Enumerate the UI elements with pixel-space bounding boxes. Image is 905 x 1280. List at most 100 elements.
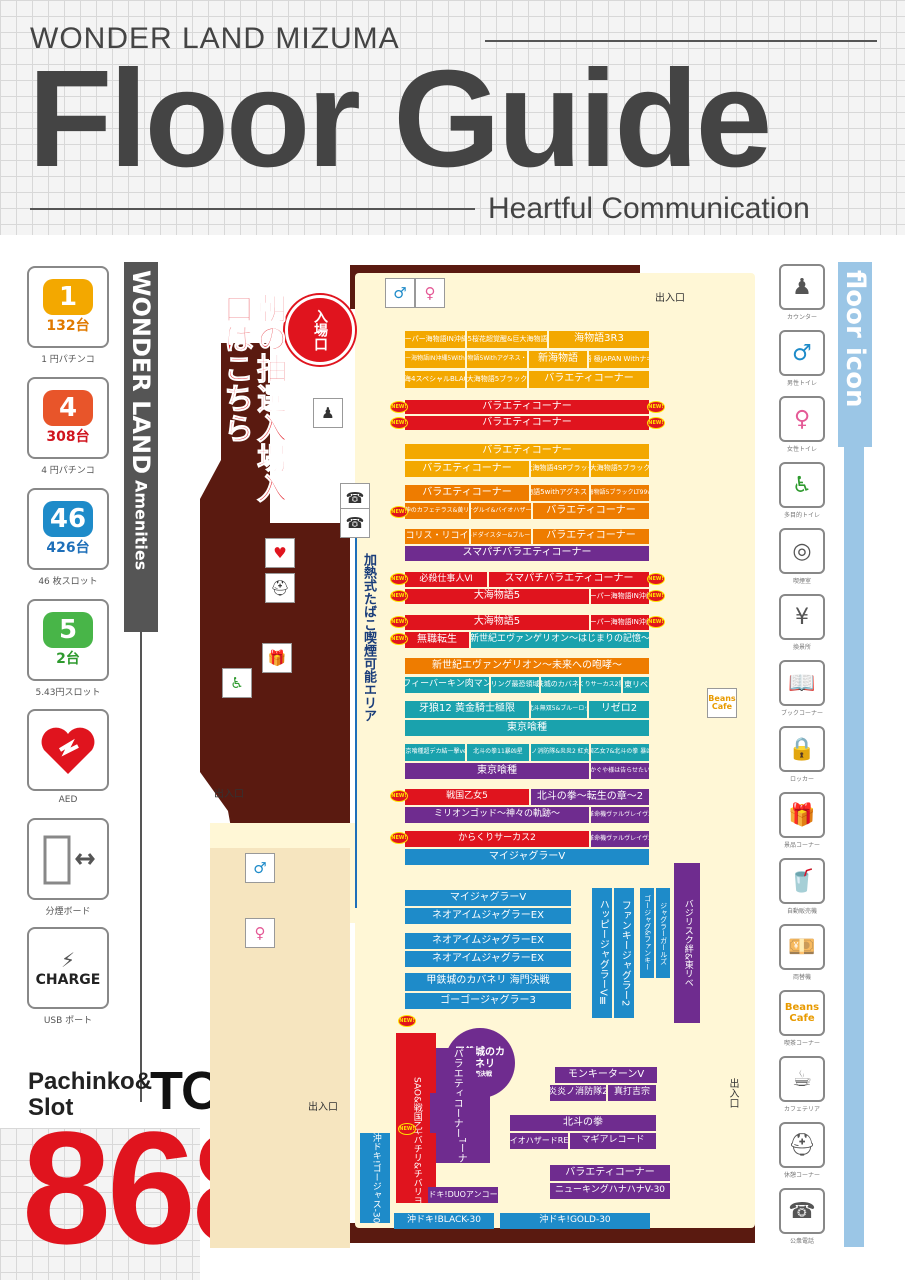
machine-row: マイジャグラーV (405, 849, 649, 865)
machine-row: 大海物語5 (405, 589, 589, 604)
machine-row: スーパー海物語IN沖縄6 (591, 615, 649, 630)
book-corner-icon: 📖 (779, 660, 825, 706)
machine-row: ジャグラーガールズ (656, 888, 670, 978)
machine-row: 東京喰種超デカ結一撃ver. (405, 744, 465, 761)
machine-row: 大海物語4SPブラック (531, 461, 589, 477)
map-counter-icon: ♟ (313, 398, 343, 428)
map-gift-icon: 🎁 (262, 643, 292, 673)
machine-row: 炎炎ノ消防隊&炎炎2 紅丸ver. (531, 744, 589, 761)
entrance-arrow-icon: 入場口 (285, 295, 355, 365)
machine-row: ミリオンゴッド～神々の軌跡～ (405, 807, 589, 823)
machine-row: ハッピージャグラーVⅢ (592, 888, 612, 1018)
restroom-area (210, 848, 350, 1248)
machine-row: ニューキングハナハナV-30 (550, 1183, 670, 1199)
new-badge-icon: NEW! (390, 590, 408, 602)
exit-right-label: 出入口 (727, 1078, 738, 1108)
machine-row: 必殺仕事人Ⅵ (405, 572, 487, 587)
machine-row: 真北斗無双5&ブルーロック (531, 701, 587, 718)
machine-row: 沖ドキ!GOLD-30 (500, 1213, 650, 1229)
aed-heart-icon (41, 727, 95, 774)
machine-row: ネオアイムジャグラーEX (405, 908, 571, 924)
label-partition: 分煙ボード (45, 907, 91, 917)
map-cafe-icon: Beans Cafe (707, 688, 737, 718)
machine-row: 大海物語5Withアグネス・ラム (467, 351, 527, 368)
machine-row: 大海4スペシャルBLACK (405, 371, 465, 388)
label-1yen: 1 円パチンコ (41, 355, 95, 365)
usb-icon: ⚡ (60, 948, 76, 972)
total-label-1: Pachinko& (28, 1068, 153, 1095)
label-5slot: 5.43円スロット (35, 688, 101, 698)
smoking-area-line (355, 528, 357, 908)
left-band-sub: Amenities (131, 480, 151, 571)
smoking-label: 喫煙室 (792, 578, 811, 585)
machine-row: バラエティコーナー (533, 503, 649, 519)
machine-row: リング最恐領域 (491, 677, 539, 693)
count-5slot: 2台 (56, 651, 80, 667)
men-restroom-label: 男性トイレ (786, 380, 817, 387)
machine-row: 大海物語5ブラックLT99ver. (591, 485, 649, 501)
pachinko-1yen-box: 1 132台 (27, 266, 109, 348)
phone-icon: ☎ (779, 1188, 825, 1234)
new-badge-icon: NEW! (647, 573, 665, 585)
machine-row: スーパー海物語IN沖縄5 (405, 331, 465, 348)
center-island-sub: 海門決戦 (467, 1071, 492, 1079)
divider (485, 40, 877, 42)
new-badge-icon: NEW! (647, 417, 665, 429)
brand-name: WONDER LAND MIZUMA (30, 22, 400, 55)
counter-label: カウンター (786, 314, 817, 321)
map-aed-icon: ♥ (265, 538, 295, 568)
machine-row: 大海物語5ブラック (467, 371, 527, 388)
map-women-restroom-icon: ♀ (415, 278, 445, 308)
machine-row: 炎炎ノ消防隊2 (550, 1085, 606, 1101)
machine-row: 甲鉄城のカバネリ2 (541, 677, 579, 693)
badge-5slot-icon: 5 (43, 612, 93, 648)
machine-row: バラエティコーナー (533, 529, 649, 544)
machine-row: 甲鉄城のカバネリ 海門決戦 (405, 973, 571, 989)
label-usb: USB ポート (43, 1016, 93, 1026)
new-badge-icon: NEW! (390, 401, 408, 413)
machine-row: バラエティコーナー (529, 371, 649, 388)
footer-bg (0, 1128, 200, 1280)
new-badge-icon: NEW! (390, 506, 408, 518)
machine-row: バラエティコーナー (405, 444, 649, 459)
machine-row: 戦国乙女7&北斗の拳 暴凶星 (591, 744, 649, 761)
machine-row: バラエティコーナー (405, 416, 649, 430)
right-band-line (844, 447, 864, 1247)
cafeteria-label: カフェテリア (783, 1106, 820, 1113)
machine-row: バジリスク絆&東リベ (674, 863, 700, 1023)
header: WONDER LAND MIZUMA Floor Guide Heartful … (0, 0, 905, 235)
machine-row: 北斗の拳11暴凶星 (467, 744, 529, 761)
usb-port-box: ⚡ CHARGE (27, 927, 109, 1009)
label-aed: AED (58, 795, 78, 805)
machine-row: 無職転生 (405, 632, 469, 648)
partition-board-box (27, 818, 109, 900)
center-island-title: 甲鉄城のカバネリ (455, 1047, 505, 1071)
women-restroom-icon: ♀ (779, 396, 825, 442)
new-badge-icon: NEW! (390, 633, 408, 645)
machine-row: スーパー海物語IN沖縄5Withよなこ (405, 351, 465, 368)
map-accessible-icon: ♿ (222, 668, 252, 698)
slot-46-box: 46 426台 (27, 488, 109, 570)
exit-bottom-label: 出入口 (308, 1102, 338, 1113)
page-title: Floor Guide (28, 42, 772, 196)
accessible-restroom-label: 多目的トイレ (783, 512, 820, 519)
machine-row: 東京喰種 (405, 720, 649, 736)
machine-row: 東リベ (623, 677, 649, 693)
badge-46slot-icon: 46 (43, 501, 93, 537)
machine-row: 沖海5桜花超覚醒&巨大海物語4SP (467, 331, 547, 348)
left-band-title: WONDER LAND (127, 270, 155, 474)
count-1yen: 132台 (46, 318, 90, 334)
right-band-title: floor icon (840, 270, 870, 408)
left-band: WONDER LAND Amenities (124, 262, 158, 632)
label-46slot: 46 枚スロット (38, 577, 98, 587)
machine-row: ネオアイムジャグラーEX (405, 951, 571, 967)
accessible-restroom-icon: ♿ (779, 462, 825, 508)
gift-corner-icon: 🎁 (779, 792, 825, 838)
machine-row: リゼロ2 (589, 701, 649, 718)
machine-row: 牙狼12 黄金騎士極限 (405, 701, 529, 718)
machine-row: リコリス・リコイル (405, 529, 469, 544)
badge-4yen-icon: 4 (43, 390, 93, 426)
machine-row: マイジャグラーV (405, 890, 571, 906)
machine-row: 大海物語5withアグネス・ラム (531, 485, 589, 501)
label-4yen: 4 円パチンコ (41, 466, 95, 476)
